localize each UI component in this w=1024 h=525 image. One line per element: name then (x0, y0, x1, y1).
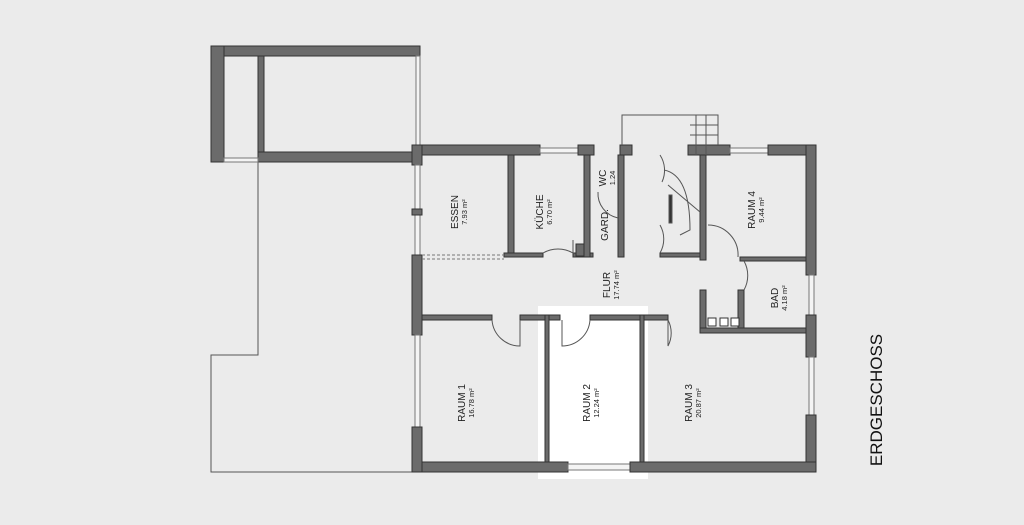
svg-text:WC: WC (598, 170, 609, 187)
svg-text:FLUR: FLUR (602, 272, 613, 298)
svg-text:RAUM 1: RAUM 1 (457, 384, 468, 422)
room-label-bad: BAD 4.18 m² (770, 285, 789, 311)
entrance-stairs (621, 114, 719, 155)
interior-walls (421, 154, 807, 463)
svg-text:17.74 m²: 17.74 m² (612, 270, 621, 300)
room-label-raum-4: RAUM 4 9.44 m² (747, 191, 766, 229)
room-label-kueche: KÜCHE 6.70 m² (534, 194, 554, 229)
svg-text:RAUM 3: RAUM 3 (684, 384, 695, 422)
svg-text:7.93 m²: 7.93 m² (460, 199, 469, 225)
room-label-wc: WC 1.24 (598, 170, 617, 187)
svg-text:9.44 m²: 9.44 m² (757, 197, 766, 223)
svg-text:KÜCHE: KÜCHE (534, 194, 546, 229)
room-label-raum-1: RAUM 1 16.78 m² (457, 384, 476, 422)
svg-text:GARD.: GARD. (600, 209, 611, 241)
room-label-raum-3: RAUM 3 20.87 m² (684, 384, 703, 422)
svg-text:4.18 m²: 4.18 m² (780, 285, 789, 311)
exterior-walls (411, 144, 817, 473)
svg-text:1.24: 1.24 (608, 171, 617, 186)
svg-text:ESSEN: ESSEN (450, 195, 461, 229)
svg-text:12.24 m²: 12.24 m² (592, 388, 601, 418)
raum-2-highlight (538, 306, 648, 479)
svg-text:20.87 m²: 20.87 m² (694, 388, 703, 418)
door-swings (491, 154, 749, 347)
annex-walls (210, 45, 421, 163)
room-label-garderobe: GARD. (600, 209, 611, 241)
svg-text:RAUM 2: RAUM 2 (582, 384, 593, 422)
room-label-flur: FLUR 17.74 m² (602, 270, 621, 300)
room-label-essen: ESSEN 7.93 m² (450, 195, 469, 229)
terrace-outline (210, 162, 413, 473)
room-label-raum-2: RAUM 2 12.24 m² (582, 384, 601, 422)
svg-text:BAD: BAD (770, 288, 781, 309)
svg-text:16.78 m²: 16.78 m² (467, 388, 476, 418)
svg-text:RAUM 4: RAUM 4 (747, 191, 758, 229)
svg-text:6.70 m²: 6.70 m² (545, 199, 554, 225)
floor-title: ERDGESCHOSS (867, 334, 886, 466)
